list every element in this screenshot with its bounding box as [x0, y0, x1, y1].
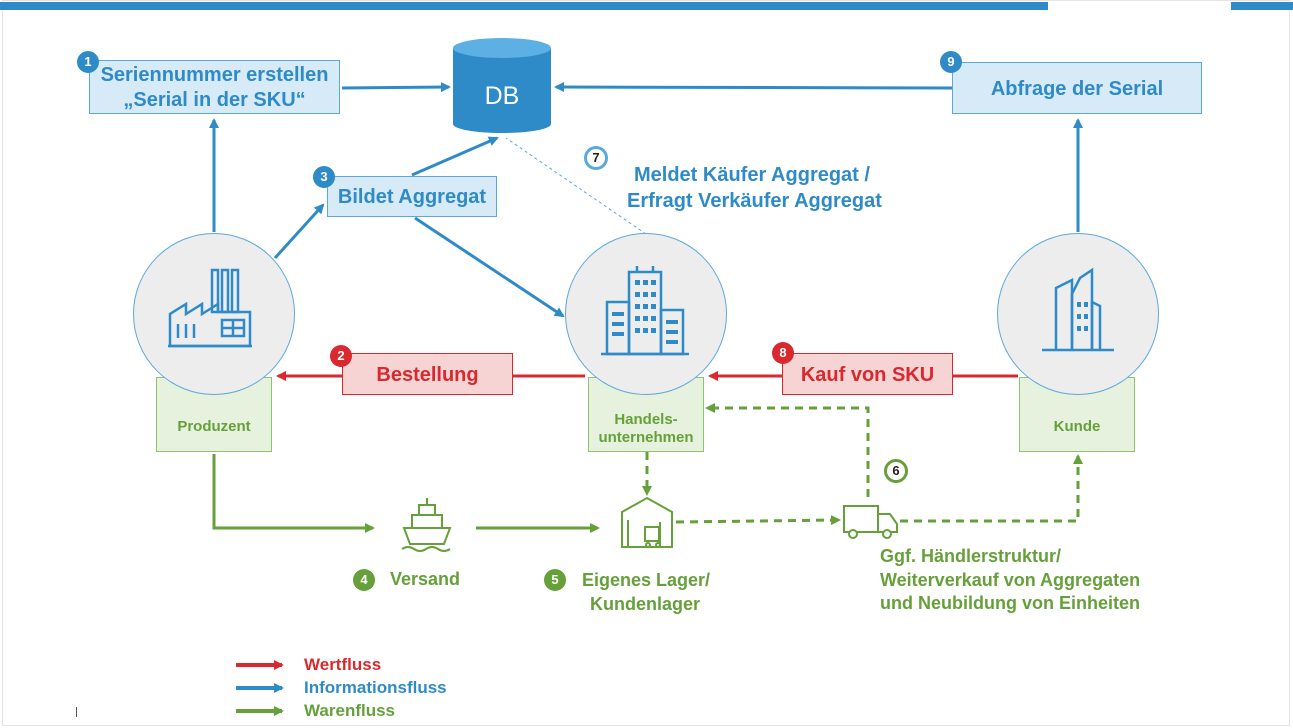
office-buildings-icon: [601, 266, 689, 356]
step-8-badge: 8: [772, 342, 794, 364]
step-4-label: Versand: [390, 569, 461, 589]
step-3-badge: 3: [313, 166, 335, 188]
corner-mark: [76, 707, 77, 717]
step-5-line2: Kundenlager: [590, 594, 701, 614]
legend-value-flow: Wertfluss: [304, 655, 382, 674]
step-1-badge: 1: [77, 51, 99, 73]
step-6-badge: 6: [884, 459, 908, 483]
step-5-badge: 5: [544, 569, 566, 591]
legend-goods-flow: Warenfluss: [304, 701, 396, 720]
truck-icon: [843, 505, 898, 539]
step-3-aggregate-box: Bildet Aggregat: [327, 176, 497, 217]
arrow-serial-to-db: [341, 82, 451, 93]
step-2-label: Bestellung: [376, 364, 479, 386]
step-6-line2: Weiterverkauf von Aggregaten: [880, 570, 1141, 590]
step-1-line2: „Serial in der SKU“: [123, 89, 306, 111]
arrow-producer-to-ship: [212, 454, 375, 533]
db-label: DB: [485, 82, 520, 110]
legend-information-flow: Informationsfluss: [304, 678, 447, 697]
step-9-query-serial-box: Abfrage der Serial: [952, 62, 1202, 114]
top-accent-bar-right: [1231, 2, 1293, 10]
ship-icon: [401, 498, 452, 552]
step-9-badge: 9: [940, 51, 962, 73]
retailer-circle: [565, 233, 727, 395]
step-7-line2: Erfragt Verkäufer Aggregat: [627, 190, 882, 212]
arrow-warehouse-to-truck: [675, 515, 841, 526]
top-accent-bar: [0, 2, 1048, 10]
step-1-create-serial-box: Seriennummer erstellen „Serial in der SK…: [89, 60, 340, 114]
step-7-badge: 7: [584, 146, 608, 170]
arrow-aggregate-to-retailer: [414, 216, 565, 318]
arrow-query-to-db: [554, 82, 953, 93]
step-9-label: Abfrage der Serial: [990, 78, 1164, 100]
step-6-line3: und Neubildung von Einheiten: [880, 593, 1140, 613]
arrow-aggregate-to-db: [411, 136, 499, 177]
arrow-truck-to-customer: [900, 454, 1083, 523]
step-6-line1: Ggf. Händlerstruktur/: [880, 546, 1062, 566]
step-5-line1: Eigenes Lager/: [582, 570, 711, 590]
step-1-line1: Seriennummer erstellen: [100, 64, 329, 86]
step-3-label: Bildet Aggregat: [337, 186, 487, 208]
step-4-badge: 4: [353, 569, 375, 591]
dotted-retailer-to-db: [505, 137, 647, 235]
step-8-label: Kauf von SKU: [800, 364, 935, 386]
database-icon: [453, 38, 551, 133]
producer-circle: [133, 233, 295, 395]
arrow-truck-to-retailer: [705, 403, 870, 497]
factory-icon: [168, 268, 252, 348]
warehouse-icon: [621, 496, 673, 548]
step-8-purchase-box: Kauf von SKU: [782, 353, 953, 395]
step-2-badge: 2: [330, 345, 352, 367]
step-2-order-box: Bestellung: [342, 353, 513, 395]
arrow-producer-to-aggregate: [273, 203, 325, 260]
step-7-line1: Meldet Käufer Aggregat /: [634, 164, 870, 186]
skyscraper-icon: [1042, 267, 1114, 352]
